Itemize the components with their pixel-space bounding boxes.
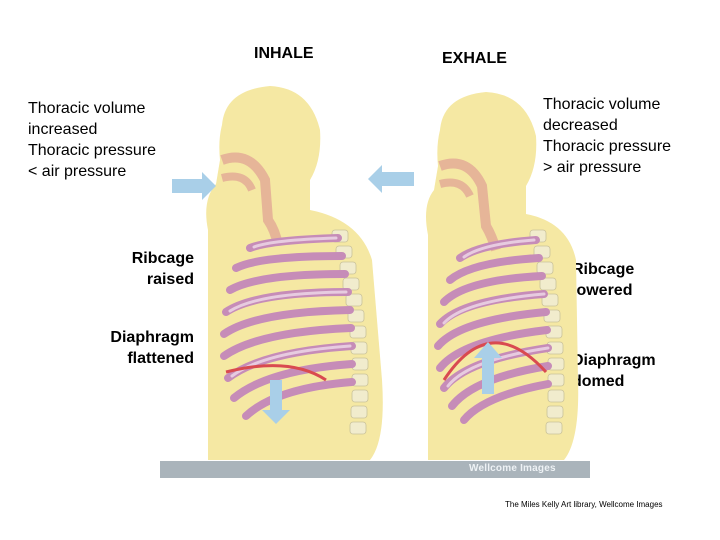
image-credit: The Miles Kelly Art library, Wellcome Im… (505, 500, 663, 509)
inhale-diaphragm-label: Diaphragm flattened (110, 329, 194, 367)
inhale-heading: INHALE (254, 45, 314, 62)
exhale-diaphragm-label: Diaphragm domed (572, 352, 656, 390)
exhale-torso (368, 92, 579, 460)
inhale-airflow-arrow-icon (172, 172, 216, 200)
exhale-diaphragm (442, 341, 548, 381)
inhale-diaphragm-arrow-icon (262, 380, 290, 424)
inhale-diaphragm (225, 364, 327, 382)
exhale-heading: EXHALE (442, 50, 507, 67)
breathing-illustration (160, 80, 590, 480)
inhale-volume-label: Thoracic volume increased Thoracic press… (28, 100, 157, 180)
watermark-text: Wellcome Images (469, 463, 556, 474)
exhale-diaphragm-arrow-icon (474, 342, 502, 394)
inhale-ribcage-label: Ribcage raised (131, 250, 194, 288)
inhale-torso (172, 86, 383, 460)
exhale-volume-label: Thoracic volume decreased Thoracic press… (543, 96, 672, 176)
watermark-bar (160, 461, 590, 478)
exhale-ribcage-label: Ribcage lowered (572, 261, 635, 299)
exhale-airflow-arrow-icon (368, 165, 414, 193)
